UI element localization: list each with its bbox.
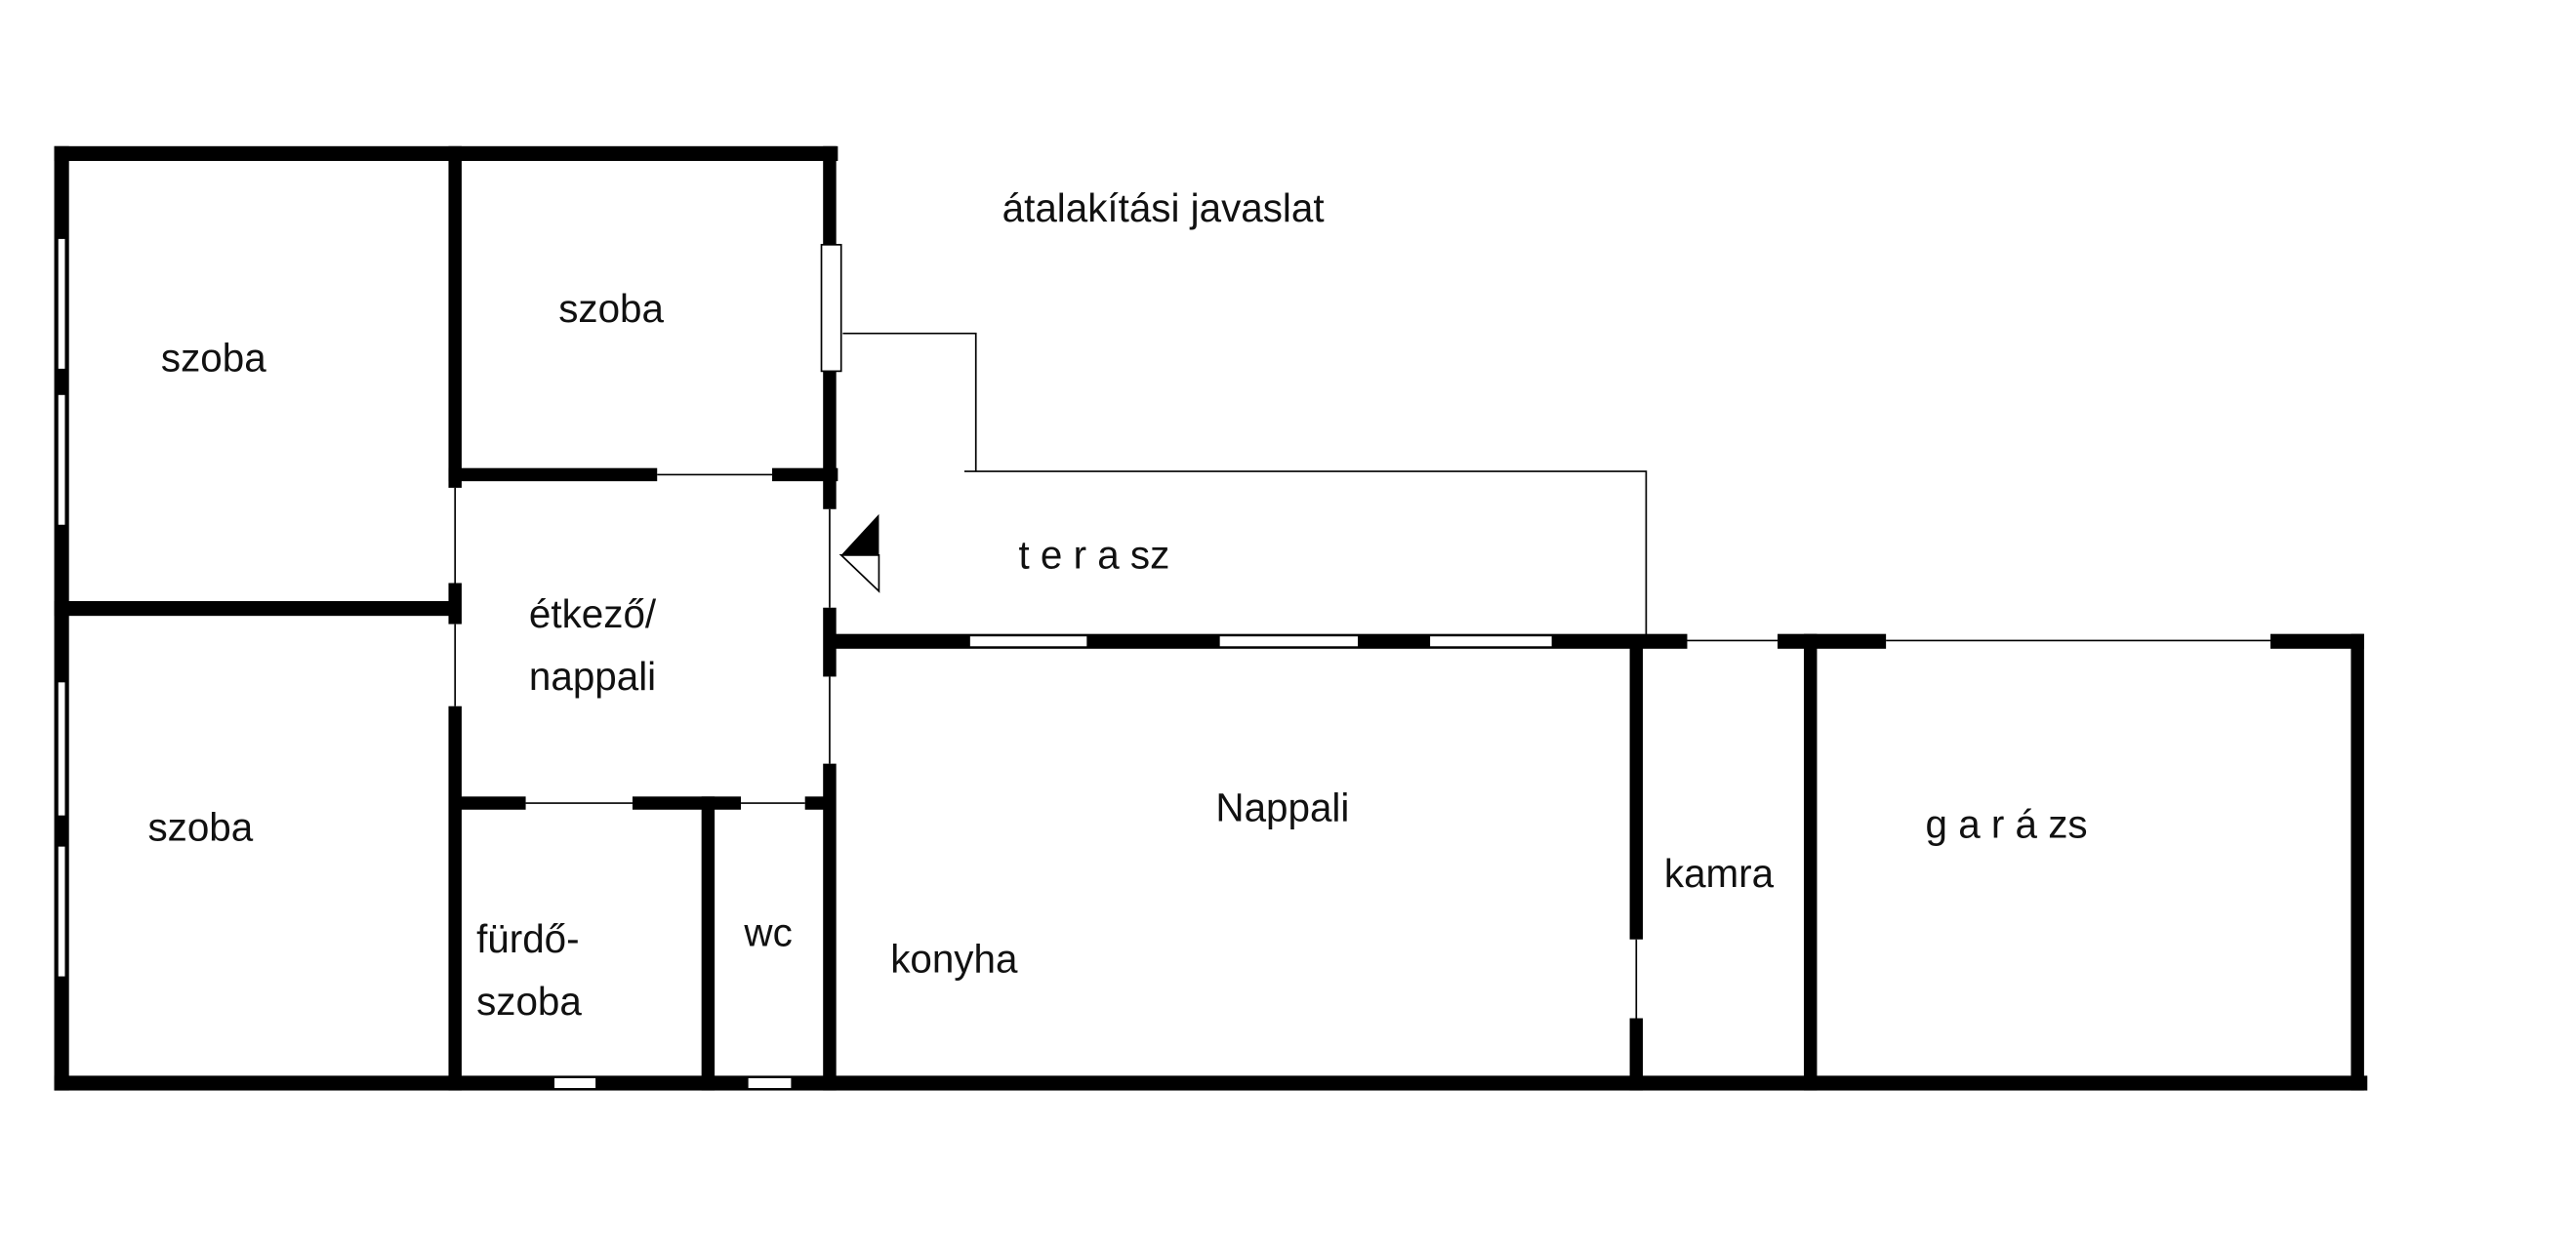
walls <box>54 145 2368 1091</box>
thin-lines <box>454 332 2270 1019</box>
room-label-terasz: t e r a sz <box>1018 532 1169 577</box>
door-swing-icon <box>838 513 880 593</box>
room-label-nappali: Nappali <box>1215 786 1349 830</box>
room-label-konyha: konyha <box>890 936 1018 981</box>
terrace-outline <box>842 332 977 472</box>
room-label-etkezo-2: nappali <box>529 654 656 699</box>
room-label-wc: wc <box>743 909 792 954</box>
room-label-szoba-1: szoba <box>161 335 266 380</box>
room-label-kamra: kamra <box>1664 851 1775 896</box>
plan-title: átalakítási javaslat <box>1002 185 1325 230</box>
windows <box>57 237 1554 1090</box>
room-label-szoba-3: szoba <box>147 805 253 850</box>
room-label-etkezo: étkező/ <box>529 591 657 636</box>
room-label-furdo: fürdő- <box>476 916 579 961</box>
room-label-furdo-2: szoba <box>476 979 582 1024</box>
room-label-szoba-2: szoba <box>558 286 664 331</box>
room-label-garazs: g a r á zs <box>1926 801 2088 846</box>
